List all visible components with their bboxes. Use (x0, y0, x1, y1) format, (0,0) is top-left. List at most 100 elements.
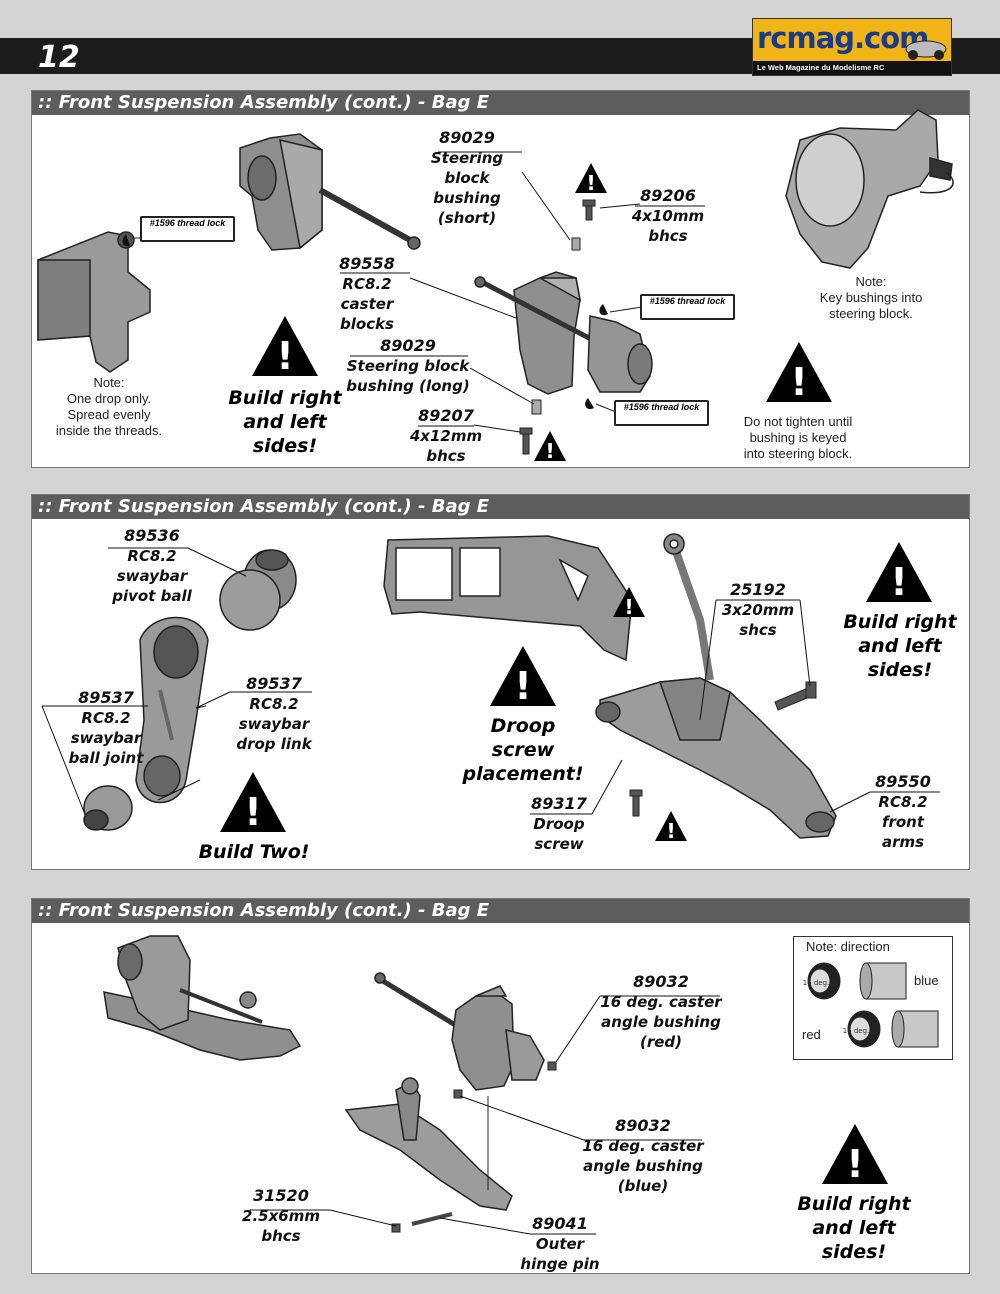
build-line: placement! (462, 763, 584, 785)
build-line: Build right (843, 611, 957, 633)
part-25192-label: 25192 3x20mm shcs (716, 580, 800, 640)
screw-89206-part (582, 199, 596, 221)
part-89558-label: 89558 RC8.2 caster blocks (325, 254, 409, 334)
warning-icon: ! (490, 646, 556, 708)
thread-lock-tube: #1596 thread lock (140, 216, 235, 242)
note-do-not-tighten: Do not tighten until bushing is keyed in… (718, 414, 878, 462)
bushing-short-part (571, 237, 581, 251)
part-desc: block (444, 169, 490, 187)
part-desc: arms (881, 833, 925, 851)
build-line: sides! (252, 435, 318, 457)
hub-carrier-drawing (37, 231, 151, 373)
part-number: 25192 (730, 580, 786, 599)
part-number: 89207 (418, 406, 474, 425)
part-desc: pivot ball (112, 587, 192, 605)
part-desc: caster (340, 295, 394, 313)
part-number: 89317 (531, 794, 587, 813)
part-89029-short-label: 89029 Steering block bushing (short) (415, 128, 519, 228)
part-89041-label: 89041 Outer hinge pin (516, 1214, 604, 1274)
part-89317-label: 89317 Droop screw (522, 794, 596, 854)
svg-text:!: ! (586, 171, 595, 194)
part-desc: Droop (533, 815, 585, 833)
build-sides-text: Build right and left sides! (792, 1192, 916, 1264)
build-line: sides! (867, 659, 933, 681)
build-line: and left (858, 635, 942, 657)
part-desc: 3x20mm (721, 601, 795, 619)
build-sides-text: Build right and left sides! (225, 386, 345, 458)
part-number: 89206 (640, 186, 696, 205)
part-number: 89032 (633, 972, 689, 991)
section-header: :: Front Suspension Assembly (cont.) - B… (32, 899, 969, 923)
note-line: Spread evenly (67, 407, 151, 422)
part-desc: RC8.2 (342, 275, 392, 293)
svg-text:!: ! (790, 360, 807, 404)
blue-label: blue (914, 973, 939, 988)
note-line: steering block. (829, 306, 913, 321)
part-desc: angle bushing (583, 1157, 703, 1175)
svg-text:!: ! (244, 790, 261, 834)
warning-icon: ! (575, 163, 607, 194)
note-line: One drop only. (66, 391, 152, 406)
car-icon (905, 40, 947, 60)
hinge-pin-part (411, 1212, 453, 1226)
part-desc: RC8.2 (878, 793, 928, 811)
front-arm-top-drawing (383, 535, 633, 662)
part-desc: bhcs (261, 1227, 301, 1245)
rcmag-logo[interactable]: rcmag.com Le Web Magazine du Modelisme R… (752, 18, 952, 76)
part-desc: shcs (739, 621, 777, 639)
part-89537-ball-joint-label: 89537 RC8.2 swaybar ball joint (60, 688, 152, 768)
part-desc: Steering (430, 149, 504, 167)
part-desc: RC8.2 (127, 547, 177, 565)
part-desc: 2.5x6mm (242, 1207, 320, 1225)
part-desc: 16 deg. caster (582, 1137, 704, 1155)
warning-icon: ! (220, 772, 286, 834)
thread-lock-tube: #1596 thread lock (640, 294, 735, 320)
part-number: 89041 (532, 1214, 588, 1233)
note-line: Key bushings into (819, 290, 923, 305)
leader-lines-s1 (340, 151, 705, 433)
direction-note-title: Note: direction (806, 939, 890, 954)
note-line: Do not tighten until (743, 414, 853, 429)
part-desc: (short) (437, 209, 497, 227)
part-desc: drop link (236, 735, 312, 753)
part-desc: (blue) (617, 1177, 669, 1195)
part-89537-drop-link-label: 89537 RC8.2 swaybar drop link (228, 674, 320, 754)
svg-text:!: ! (846, 1142, 863, 1186)
part-desc: angle bushing (601, 1013, 721, 1031)
section-title: :: Front Suspension Assembly (cont.) - B… (38, 900, 490, 921)
warning-icon: ! (534, 431, 566, 462)
note-line: bushing is keyed (749, 430, 847, 445)
build-line: Build right (228, 387, 342, 409)
bushing-angle-label: 16 deg. (843, 1027, 870, 1035)
part-89206-label: 89206 4x10mm bhcs (620, 186, 716, 246)
svg-text:!: ! (276, 334, 293, 378)
part-89029-long-label: 89029 Steering block bushing (long) (340, 336, 476, 396)
part-desc: bhcs (426, 447, 466, 465)
droop-placement-text: Droop screw placement! (458, 714, 588, 786)
screw-25192-part (774, 681, 817, 711)
svg-text:!: ! (890, 560, 907, 604)
svg-text:!: ! (624, 595, 633, 618)
bushing-angle-label: 16 deg. (803, 979, 830, 987)
part-desc: (red) (639, 1033, 683, 1051)
part-desc: RC8.2 (81, 709, 131, 727)
part-number: 89536 (124, 526, 180, 545)
note-line: Note: (855, 274, 887, 289)
part-89550-label: 89550 RC8.2 front arms (866, 772, 940, 852)
thread-lock-tube: #1596 thread lock (614, 400, 709, 426)
leader-lines-s2 (41, 547, 940, 815)
part-desc: 4x10mm (631, 207, 705, 225)
bushing-blue-part (453, 1089, 463, 1099)
direction-note-box: Note: direction 16 deg. 16 deg. blue red (793, 936, 953, 1060)
lower-arm-drawing (344, 1077, 513, 1211)
svg-text:!: ! (545, 439, 554, 462)
front-arm-drawing (595, 677, 837, 839)
drop-link-drawing (135, 616, 209, 804)
build-line: and left (812, 1217, 896, 1239)
bushing-direction-icons: 16 deg. 16 deg. (803, 962, 939, 1048)
part-number: 89550 (875, 772, 931, 791)
part-desc: swaybar (116, 567, 188, 585)
part-desc: front (881, 813, 925, 831)
